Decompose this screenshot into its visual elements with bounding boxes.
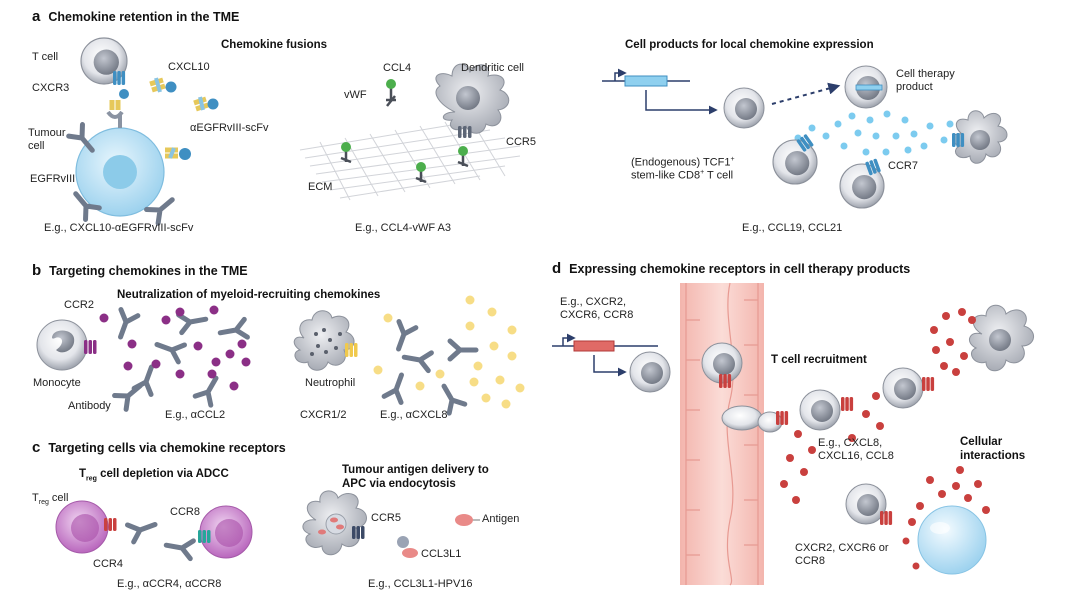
label-cxcl10: CXCL10 — [168, 61, 210, 73]
panel-a-fusions-heading: Chemokine fusions — [221, 39, 328, 51]
label-tumour-cell: Tumour cell — [28, 127, 66, 152]
label-antibody: Antibody — [68, 400, 111, 412]
panel-b-artwork — [36, 295, 525, 414]
panel-c-apc-heading: Tumour antigen delivery to APC via endoc… — [342, 464, 489, 490]
label-ccr5: CCR5 — [506, 136, 536, 148]
panel-a-example-3: E.g., CCL19, CCL21 — [742, 222, 843, 234]
label-ccl4: CCL4 — [383, 62, 412, 74]
label-ccr5-c: CCR5 — [371, 512, 401, 524]
label-neutrophil: Neutrophil — [305, 377, 356, 389]
label-t-cell-recruitment: T cell recruitment — [771, 354, 867, 366]
label-ccr4: CCR4 — [93, 558, 123, 570]
panel-d-artwork — [552, 282, 1034, 586]
label-egfrviii: EGFRvIII — [30, 173, 76, 185]
label-stemlike-cd8: stem-like CD8+ T cell — [631, 169, 734, 182]
panel-c-treg-heading: Treg cell depletion via ADCC — [79, 468, 229, 483]
panel-b-example-2: E.g., αCXCL8 — [380, 409, 448, 421]
label-construct: E.g., CXCR2, CXCR6, CCR8 — [560, 296, 634, 321]
panel-a-artwork — [69, 37, 1008, 223]
label-monocyte: Monocyte — [33, 377, 81, 389]
label-cellular-interactions: Cellular interactions — [960, 436, 1026, 462]
label-dendritic-cell: Dendritic cell — [461, 62, 524, 74]
label-cxcr12: CXCR1/2 — [300, 409, 347, 421]
label-tcf1: (Endogenous) TCF1+ — [631, 156, 735, 169]
label-t-cell: T cell — [32, 51, 59, 63]
label-cxcr3: CXCR3 — [32, 82, 70, 94]
panel-d-example: E.g., CXCL8, CXCL16, CCL8 — [818, 437, 894, 462]
panel-c-example-1: E.g., αCCR4, αCCR8 — [117, 578, 222, 590]
panel-a-example-2: E.g., CCL4-vWF A3 — [355, 222, 451, 234]
label-cell-therapy-product: Cell therapy product — [896, 68, 955, 93]
panel-c-example-2: E.g., CCL3L1-HPV16 — [368, 578, 473, 590]
panel-a-example-1: E.g., CXCL10-αEGFRvIII-scFv — [44, 222, 194, 234]
panel-b-example-1: E.g., αCCL2 — [165, 409, 226, 421]
label-vwf: vWF — [344, 89, 367, 101]
label-ccr8: CCR8 — [170, 506, 200, 518]
label-ccr7: CCR7 — [888, 160, 918, 172]
label-ecm: ECM — [308, 181, 333, 193]
label-treg-cell: Treg cell — [32, 492, 69, 507]
panel-b-heading: Neutralization of myeloid-recruiting che… — [117, 289, 381, 301]
panel-c-artwork — [55, 490, 480, 559]
label-antigen: Antigen — [482, 513, 520, 525]
panel-a-cell-products-heading: Cell products for local chemokine expres… — [625, 39, 874, 51]
label-ccr2: CCR2 — [64, 299, 94, 311]
label-ccl3l1: CCL3L1 — [421, 548, 462, 560]
label-receptors: CXCR2, CXCR6 or CCR8 — [795, 542, 889, 567]
label-scfv: αEGFRvIII-scFv — [190, 122, 269, 134]
